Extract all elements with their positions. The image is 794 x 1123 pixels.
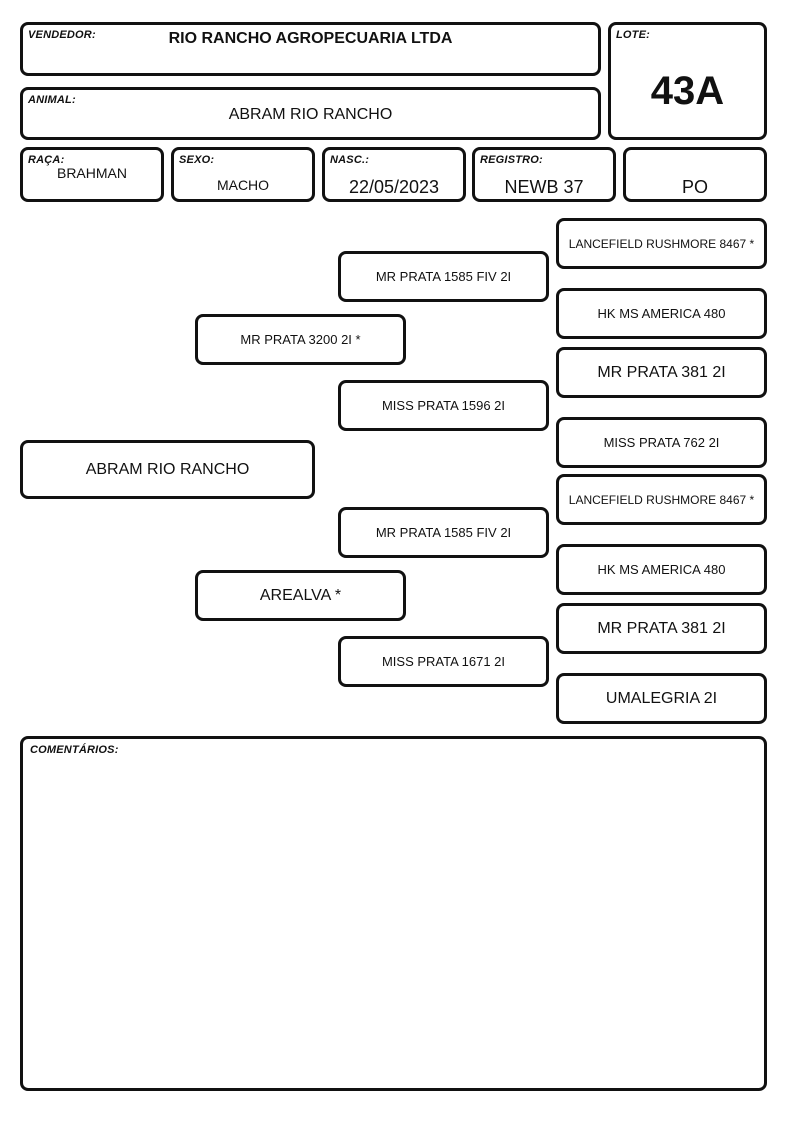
pedigree-ggp-2: HK MS AMERICA 480 xyxy=(556,288,767,339)
comments-box[interactable]: COMENTÁRIOS: xyxy=(20,736,767,1091)
pedigree-ggp-5: LANCEFIELD RUSHMORE 8467 * xyxy=(556,474,767,525)
lot-box: LOTE: 43A xyxy=(608,22,767,140)
sex-value: MACHO xyxy=(216,177,270,193)
birth-label: NASC.: xyxy=(330,154,370,166)
category-value: PO xyxy=(681,177,708,197)
animal-value: ABRAM RIO RANCHO xyxy=(228,106,393,123)
animal-box: ANIMAL: ABRAM RIO RANCHO xyxy=(20,87,601,140)
pedigree-dam-sire: MR PRATA 1585 FIV 2I xyxy=(338,507,549,558)
lot-label: LOTE: xyxy=(616,29,650,41)
animal-label: ANIMAL: xyxy=(28,94,76,106)
pedigree-ggp-6: HK MS AMERICA 480 xyxy=(556,544,767,595)
pedigree-ggp-3: MR PRATA 381 2I xyxy=(556,347,767,398)
birth-box: NASC.: 22/05/2023 xyxy=(322,147,466,202)
pedigree-ggp-4: MISS PRATA 762 2I xyxy=(556,417,767,468)
registry-label: REGISTRO: xyxy=(480,154,543,166)
pedigree-sire-sire: MR PRATA 1585 FIV 2I xyxy=(338,251,549,302)
breed-label: RAÇA: xyxy=(28,154,65,166)
pedigree-ggp-8: UMALEGRIA 2I xyxy=(556,673,767,724)
pedigree-sire: MR PRATA 3200 2I * xyxy=(195,314,406,365)
sex-box: SEXO: MACHO xyxy=(171,147,315,202)
category-box: PO xyxy=(623,147,767,202)
pedigree-sire-dam: MISS PRATA 1596 2I xyxy=(338,380,549,431)
pedigree-dam-dam: MISS PRATA 1671 2I xyxy=(338,636,549,687)
lot-value: 43A xyxy=(650,69,725,113)
breed-value: BRAHMAN xyxy=(56,165,127,181)
sex-label: SEXO: xyxy=(179,154,215,166)
breed-box: RAÇA: BRAHMAN xyxy=(20,147,164,202)
birth-value: 22/05/2023 xyxy=(348,177,440,197)
vendor-value: RIO RANCHO AGROPECUARIA LTDA xyxy=(168,30,453,47)
pedigree-ggp-1: LANCEFIELD RUSHMORE 8467 * xyxy=(556,218,767,269)
vendor-label: VENDEDOR: xyxy=(28,29,96,41)
vendor-box: VENDEDOR: RIO RANCHO AGROPECUARIA LTDA xyxy=(20,22,601,76)
pedigree-animal: ABRAM RIO RANCHO xyxy=(20,440,315,499)
registry-value: NEWB 37 xyxy=(504,177,584,197)
registry-box: REGISTRO: NEWB 37 xyxy=(472,147,616,202)
pedigree-dam: AREALVA * xyxy=(195,570,406,621)
comments-label: COMENTÁRIOS: xyxy=(30,744,119,756)
pedigree-ggp-7: MR PRATA 381 2I xyxy=(556,603,767,654)
